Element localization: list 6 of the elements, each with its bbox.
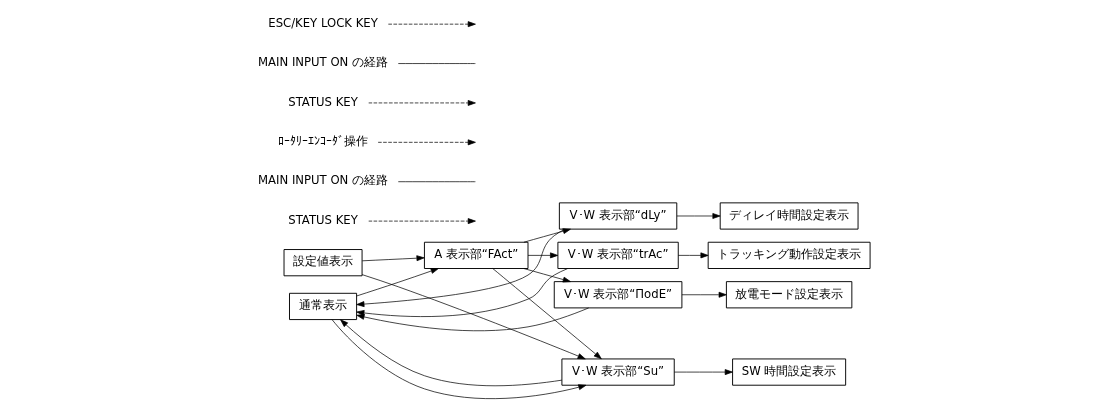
- node-text: STATUS KEY: [287, 212, 358, 227]
- node-text: ﾛｰﾀﾘｰｴﾝｺｰﾀﾞ操作: [277, 134, 368, 149]
- node-text: MAIN INPUT ON の経路: [257, 55, 388, 70]
- node-text: STATUS KEY: [287, 94, 358, 109]
- node-text: ESC/KEY LOCK KEY: [267, 15, 378, 30]
- node-text: MAIN INPUT ON の経路: [257, 173, 388, 188]
